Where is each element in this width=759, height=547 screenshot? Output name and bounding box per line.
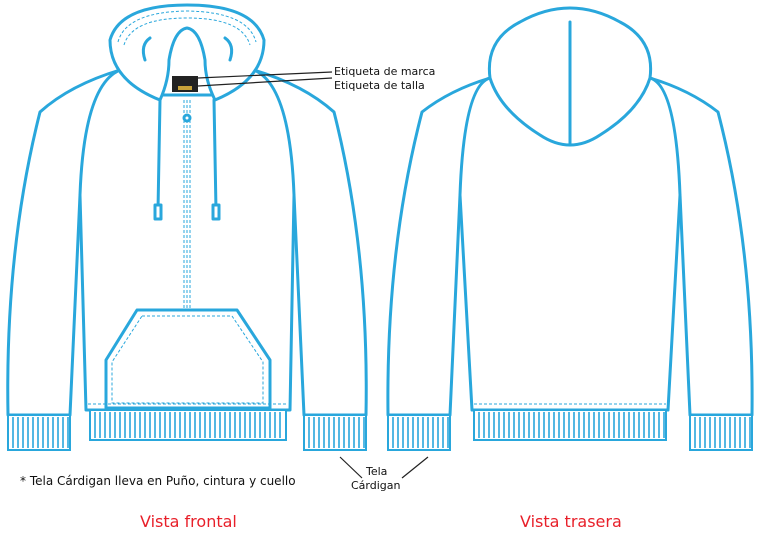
zipper-pull [182, 113, 192, 123]
front-view-caption: Vista frontal [140, 512, 237, 531]
front-hood-stitch [117, 10, 257, 43]
front-pocket [104, 308, 272, 410]
back-view [386, 6, 754, 451]
front-hood-opening [141, 36, 234, 62]
back-view-caption: Vista trasera [520, 512, 622, 531]
size-tag-label: Etiqueta de talla [334, 79, 425, 92]
size-tag-leader [197, 77, 333, 87]
back-waistband [473, 409, 667, 441]
fabric-leader-left [339, 456, 363, 479]
brand-tag-label: Etiqueta de marca [334, 65, 436, 78]
footnote: * Tela Cárdigan lleva en Puño, cintura y… [20, 474, 296, 488]
front-view [6, 3, 368, 451]
front-waistband-ribs [94, 412, 281, 438]
annotation-leaders [197, 71, 429, 479]
fabric-label-line1: Tela [366, 465, 388, 478]
brand-tag-leader [197, 71, 333, 79]
fabric-label-line2: Cárdigan [351, 479, 401, 492]
drawstring-left [156, 98, 162, 212]
front-waistband [89, 409, 287, 441]
drawstring-right [212, 98, 218, 212]
drawstring-tip-right [211, 203, 221, 221]
fabric-leader-right [401, 456, 429, 479]
drawstring-tip-left [153, 203, 163, 221]
